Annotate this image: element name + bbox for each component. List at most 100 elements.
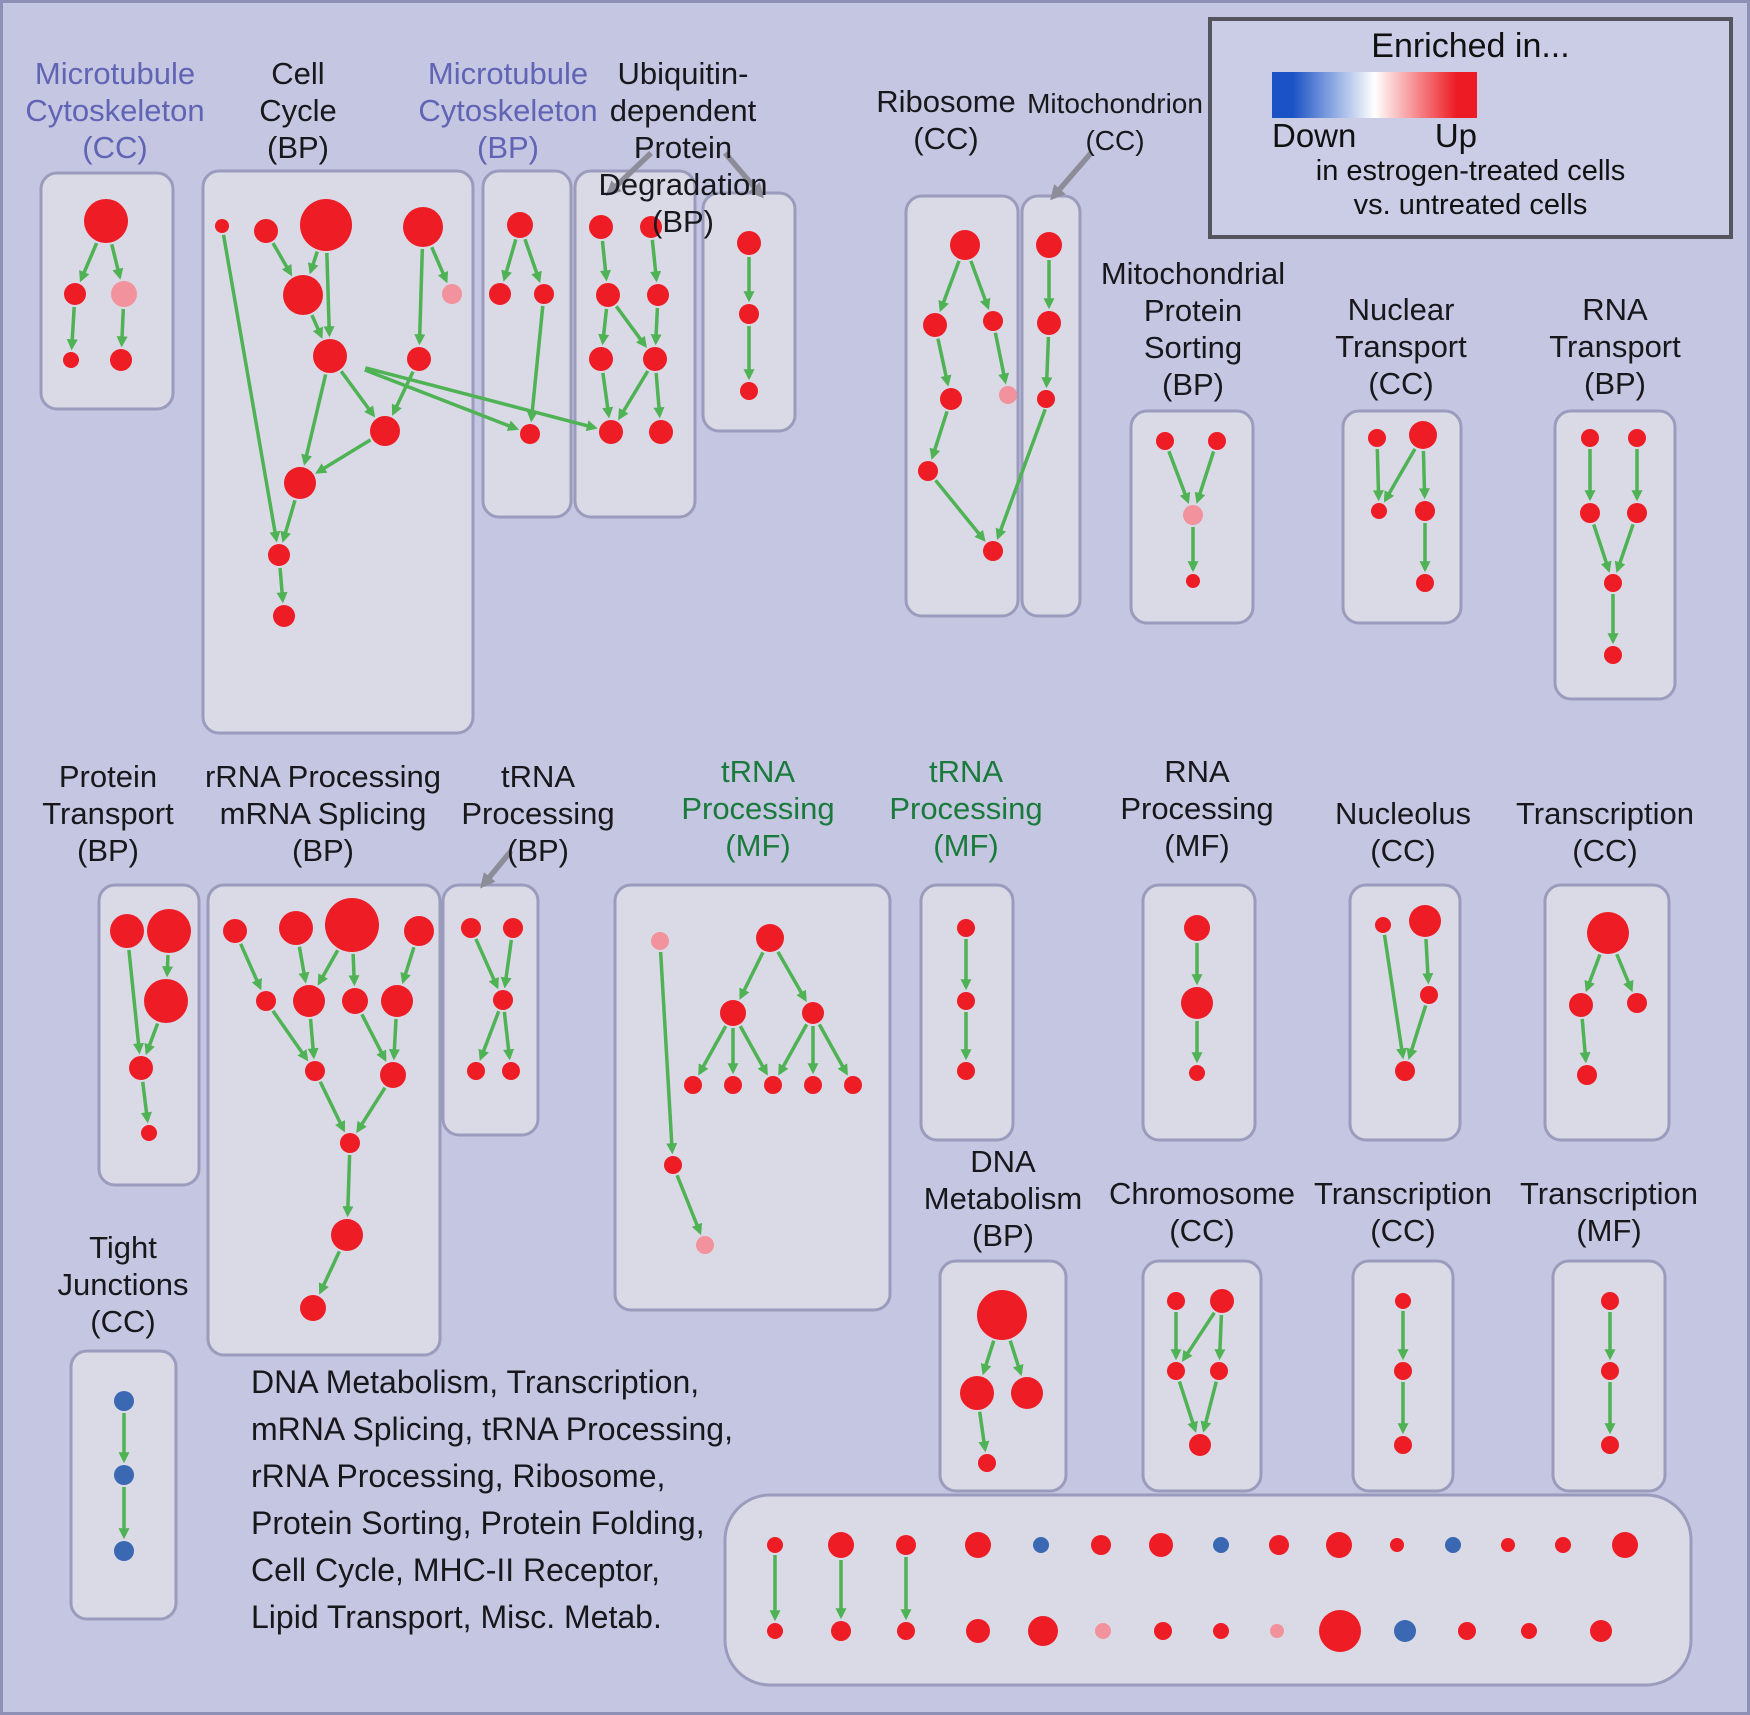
edge-arrow <box>776 951 807 1002</box>
group-box-tight-junctions-cc <box>69 1349 178 1621</box>
go-term-node-red <box>764 1076 782 1094</box>
edge-arrow <box>1181 1311 1216 1363</box>
label-pointer-arrow <box>480 849 514 889</box>
go-term-node-red <box>1501 1538 1515 1552</box>
edge-arrow <box>778 1023 809 1076</box>
layer-nodes <box>63 199 1647 1652</box>
go-term-node-blue <box>1213 1537 1229 1553</box>
edge-arrow <box>1615 953 1634 993</box>
edge-arrow <box>318 1081 346 1133</box>
go-term-node-red <box>1091 1535 1111 1555</box>
edge-arrow <box>116 308 128 348</box>
edge-arrow <box>658 951 678 1155</box>
go-term-node-red <box>596 283 620 307</box>
edge-arrow <box>936 338 952 387</box>
edge-arrow <box>738 1025 768 1076</box>
edge-arrow <box>1194 450 1216 504</box>
edge-arrow <box>977 1411 990 1453</box>
legend-scale-ends: Down Up <box>1272 118 1477 154</box>
go-term-node-red <box>1394 1436 1412 1454</box>
go-term-node-red <box>273 605 295 627</box>
edge-arrow <box>969 260 991 311</box>
edge-arrow <box>364 366 598 432</box>
go-term-node-red <box>737 231 761 255</box>
go-term-node-red <box>331 1219 363 1251</box>
go-term-node-red <box>647 284 669 306</box>
go-term-node-red <box>1581 429 1599 447</box>
edge-arrow <box>934 479 986 542</box>
edge-arrow <box>478 1010 501 1061</box>
go-term-node-red <box>520 424 540 444</box>
group-box-rna-transport-bp <box>1553 409 1677 701</box>
go-term-node-red <box>534 284 554 304</box>
go-term-node-red <box>502 1062 520 1080</box>
edge-arrow <box>318 1250 341 1295</box>
go-term-node-red <box>1604 646 1622 664</box>
edge-arrow <box>140 1081 152 1124</box>
group-box-dna-metabolism-bp <box>938 1259 1068 1493</box>
go-term-node-red <box>110 914 144 948</box>
group-box-cell-cycle-bp <box>201 169 475 735</box>
go-term-node-red <box>1390 1538 1404 1552</box>
edge-arrow <box>474 938 499 990</box>
go-term-node-red <box>896 1535 916 1555</box>
edge-arrow <box>1383 447 1417 503</box>
edge-arrow <box>280 499 297 543</box>
go-term-node-red <box>1189 1065 1205 1081</box>
label-pointer-arrow <box>1050 151 1094 201</box>
go-term-node-red <box>1213 1623 1229 1639</box>
edge-arrow <box>526 305 545 423</box>
edge-arrow <box>502 1011 515 1061</box>
go-term-node-red <box>1368 429 1386 447</box>
go-term-node-red <box>940 388 962 410</box>
go-term-node-blue <box>1033 1537 1049 1553</box>
go-term-node-red <box>1186 574 1200 588</box>
go-term-node-red <box>1210 1289 1234 1313</box>
edge-arrow <box>500 939 514 989</box>
go-term-node-red <box>313 339 347 373</box>
diagram-svg <box>39 151 1693 1687</box>
go-term-node-blue <box>114 1391 134 1411</box>
edge-arrow <box>400 946 416 985</box>
go-term-node-red <box>489 283 511 305</box>
go-term-node-pink <box>999 386 1017 404</box>
edge-arrow <box>310 314 324 339</box>
go-term-node-red <box>684 1076 702 1094</box>
go-term-node-red <box>293 985 325 1017</box>
edge-arrow <box>339 370 376 418</box>
go-term-node-red <box>1375 917 1391 933</box>
go-term-node-red <box>1409 421 1437 449</box>
go-term-node-pink <box>651 932 669 950</box>
go-term-node-red <box>1627 993 1647 1013</box>
go-term-node-red <box>507 212 533 238</box>
legend-up-label: Up <box>1434 117 1477 154</box>
edge-arrow <box>430 246 449 284</box>
go-term-node-pink <box>1183 505 1203 525</box>
edge-arrow <box>614 305 647 348</box>
legend-note-line2: vs. untreated cells <box>1353 189 1588 221</box>
edge-arrow <box>1422 938 1434 985</box>
go-term-node-red <box>1154 1622 1172 1640</box>
group-box-chromosome-cc <box>1141 1259 1263 1493</box>
go-term-node-blue <box>114 1465 134 1485</box>
go-term-node-red <box>756 924 784 952</box>
go-term-node-red <box>1415 501 1435 521</box>
go-term-node-red <box>983 311 1003 331</box>
go-term-node-red <box>340 1133 360 1153</box>
edge-arrow <box>414 248 426 346</box>
go-term-node-red <box>467 1062 485 1080</box>
edge-arrow <box>653 372 665 419</box>
go-term-node-red <box>1587 912 1629 954</box>
go-term-node-red <box>957 1062 975 1080</box>
edge-arrow <box>301 374 328 466</box>
edge-arrow <box>618 370 650 421</box>
edge-arrow <box>323 252 335 338</box>
go-term-node-red <box>724 1076 742 1094</box>
edge-arrow <box>79 242 99 283</box>
go-term-node-red <box>649 420 673 444</box>
go-term-node-red <box>950 230 980 260</box>
go-term-node-red <box>1156 432 1174 450</box>
edge-arrow <box>317 949 340 986</box>
go-term-node-red <box>342 988 368 1014</box>
go-term-node-red <box>977 1290 1027 1340</box>
